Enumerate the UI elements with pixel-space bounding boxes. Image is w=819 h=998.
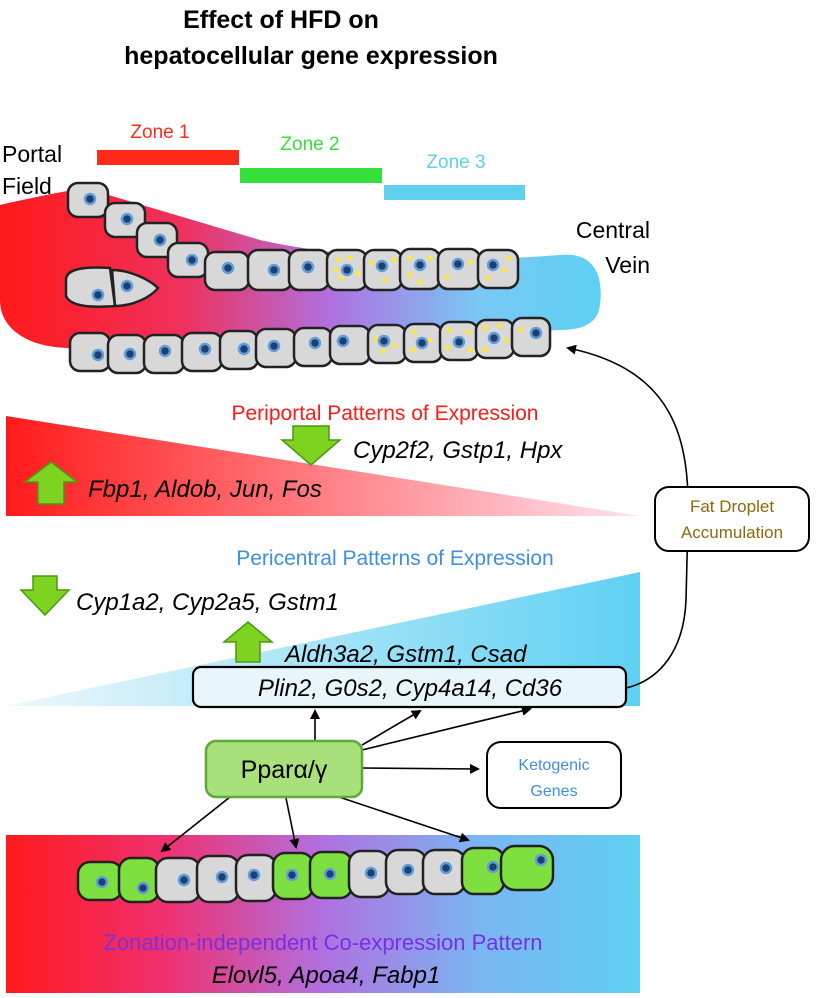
down-arrow-icon [19,575,71,617]
lobule-cells-top [66,181,520,292]
pericentral-title: Pericentral Patterns of Expression [236,547,553,570]
central-label-1: Central [576,217,650,243]
ketogenic-line-1: Ketogenic [518,757,589,774]
down-arrow-icon [279,425,343,466]
fat-droplet-line-1: Fat Droplet [690,497,774,516]
up-arrow-icon [221,621,275,663]
periportal-gradient [6,416,640,516]
zone-3: Zone 3 [384,152,525,200]
ppar-arrows [160,706,532,853]
zone-2: Zone 2 [240,134,382,183]
zone-2-bar [240,168,382,183]
zone-1: Zone 1 [97,122,239,165]
periportal-panel: Periportal Patterns of Expression Cyp2f2… [6,402,640,516]
periportal-down-genes: Cyp2f2, Gstp1, Hpx [353,437,563,464]
zone-2-label: Zone 2 [280,134,339,155]
periportal-title: Periportal Patterns of Expression [232,402,539,425]
pericentral-down-genes: Cyp1a2, Cyp2a5, Gstm1 [76,589,339,616]
title-line-2: hepatocellular gene expression [124,42,498,70]
zonation-independent-cells [76,844,555,904]
pericentral-panel: Pericentral Patterns of Expression Cyp1a… [6,547,640,709]
zonation-independent-title: Zonation-independent Co-expression Patte… [103,930,542,955]
pericentral-boxed-genes: Plin2, G0s2, Cyp4a14, Cd36 [258,675,563,702]
zone-1-bar [97,150,239,165]
lobule-cells-portal [64,266,160,308]
central-label-2: Vein [605,252,650,278]
zone-3-bar [384,185,525,200]
ketogenic-box: Ketogenic Genes [486,741,622,809]
fat-droplet-box: Fat Droplet Accumulation [654,486,810,552]
zone-3-label: Zone 3 [426,152,485,173]
portal-label-1: Portal [2,141,62,167]
ppar-target-box [191,665,628,709]
pericentral-up-genes: Aldh3a2, Gstm1, Csad [283,641,527,668]
periportal-up-genes: Fbp1, Aldob, Jun, Fos [88,476,322,503]
ppar-box: Pparα/γ [204,739,364,799]
zone-1-label: Zone 1 [130,122,189,143]
title-line-1: Effect of HFD on [183,6,379,34]
up-arrow-icon [22,461,80,505]
fat-droplet-line-2: Accumulation [681,523,783,542]
lobule-cells-bottom [68,316,552,375]
ketogenic-line-2: Genes [530,783,577,800]
zonation-independent-genes: Elovl5, Apoa4, Fabp1 [212,962,441,989]
ppar-label: Pparα/γ [241,756,328,784]
portal-label-2: Field [2,173,52,199]
